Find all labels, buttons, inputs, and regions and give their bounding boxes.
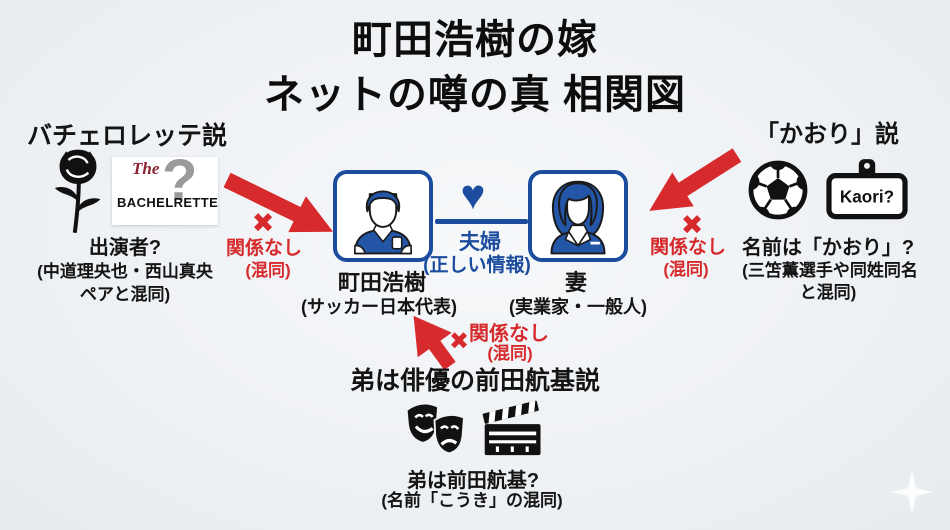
bachelorette-note-1: (中道理央也・西山真央 [37, 262, 213, 281]
page-title: 町田浩樹の嫁 ネットの噂の真 相関図 [0, 13, 950, 123]
kaori-claim: 名前は「かおり」? [741, 237, 915, 259]
name-tag-icon: Kaori? [826, 156, 908, 222]
bottom-relation-label: 関係なし [469, 323, 549, 345]
name-tag-text: Kaori? [840, 186, 894, 206]
brother-note: (名前「こうき」の混同) [381, 491, 563, 510]
bachelorette-theory-heading: バチェロレッテ説 [26, 122, 228, 150]
title-line2: ネットの噂の真 相関図 [263, 73, 687, 117]
husband-avatar [333, 170, 433, 262]
relationship-line [435, 219, 528, 224]
kaori-note-1: (三笘薫選手や同姓同名 [742, 261, 918, 280]
couple-relation-note: (正しい情報) [423, 255, 531, 276]
left-relation-note: (混同) [245, 261, 291, 280]
husband-name: 町田浩樹 [337, 270, 427, 295]
right-relation-label: 関係なし [649, 237, 727, 258]
right-relation-note: (混同) [663, 260, 709, 279]
bachelorette-note-2: ペアと混同) [79, 285, 171, 304]
left-relation-label: 関係なし [225, 238, 303, 259]
brother-claim: 弟は前田航基? [406, 470, 540, 492]
kaori-note-2: と混同) [799, 283, 857, 302]
wife-avatar [528, 170, 628, 262]
cross-icon: ✖ [680, 210, 704, 240]
red-arrow-right-icon [649, 148, 742, 211]
heart-icon: ♥ [460, 171, 486, 218]
logo-word-left: BACHEL [117, 195, 174, 210]
brother-theory-heading: 弟は俳優の前田航基説 [349, 367, 601, 395]
question-mark: ? [162, 148, 198, 213]
red-arrow-left-icon [223, 172, 334, 233]
title-line1: 町田浩樹の嫁 [352, 18, 598, 62]
sparkle-decoration [890, 470, 934, 514]
logo-script-text: The [132, 159, 160, 178]
cross-icon: ✖ [251, 208, 275, 238]
soccer-ball-icon [748, 160, 808, 220]
kaori-theory-heading: 「かおり」説 [755, 121, 899, 148]
logo-wordmark: BACHEL RETTE [117, 195, 218, 210]
red-arrow-up-icon [413, 315, 456, 371]
logo-word-right: RETTE [173, 195, 219, 210]
rose-icon [52, 148, 104, 236]
bachelorette-logo: ? The BACHEL RETTE [112, 150, 218, 225]
cross-icon: ✖ [448, 328, 470, 355]
wife-name: 妻 [564, 270, 588, 295]
couple-relation-label: 夫婦 [459, 231, 501, 254]
theater-masks-icon [403, 399, 475, 463]
wife-desc: (実業家・一般人) [509, 297, 647, 317]
clapperboard-icon [481, 400, 543, 460]
husband-desc: (サッカー日本代表) [301, 297, 457, 317]
bachelorette-claim: 出演者? [88, 237, 162, 259]
bottom-relation-note: (混同) [487, 344, 533, 363]
